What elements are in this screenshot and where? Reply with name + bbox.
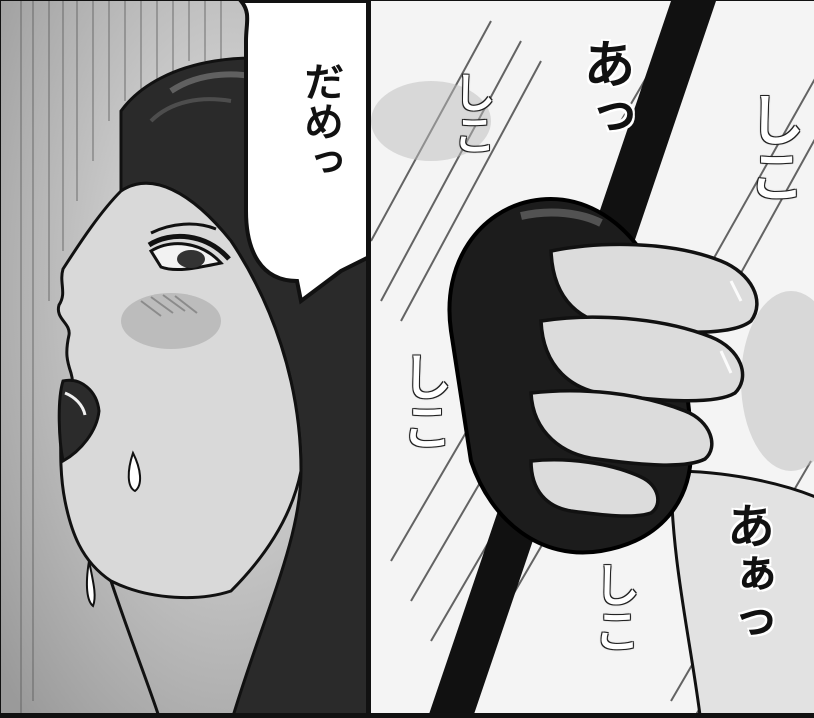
face-illustration [1,1,371,713]
face-shape [56,181,303,600]
speech-bubble-text: だめっ [297,61,343,181]
sfx-shiko-right: しこ [739,91,804,203]
panel-fist: あっ しこ しこ しこ しこ あぁっ [366,0,814,718]
speed-lines [20,1,222,713]
panel-face: だめっ [0,0,376,718]
fist-illustration [371,1,814,713]
sfx-aa-bottom: あぁっ [718,501,774,645]
sfx-a-top: あっ [574,37,634,141]
mouth [57,378,101,464]
fingers [529,242,759,518]
sfx-shiko-bottom: しこ [587,561,641,653]
sfx-shiko-middle: しこ [394,351,452,451]
arm [669,469,814,713]
speech-bubble-shape [238,1,371,305]
sfx-shiko-top: しこ [447,71,496,155]
